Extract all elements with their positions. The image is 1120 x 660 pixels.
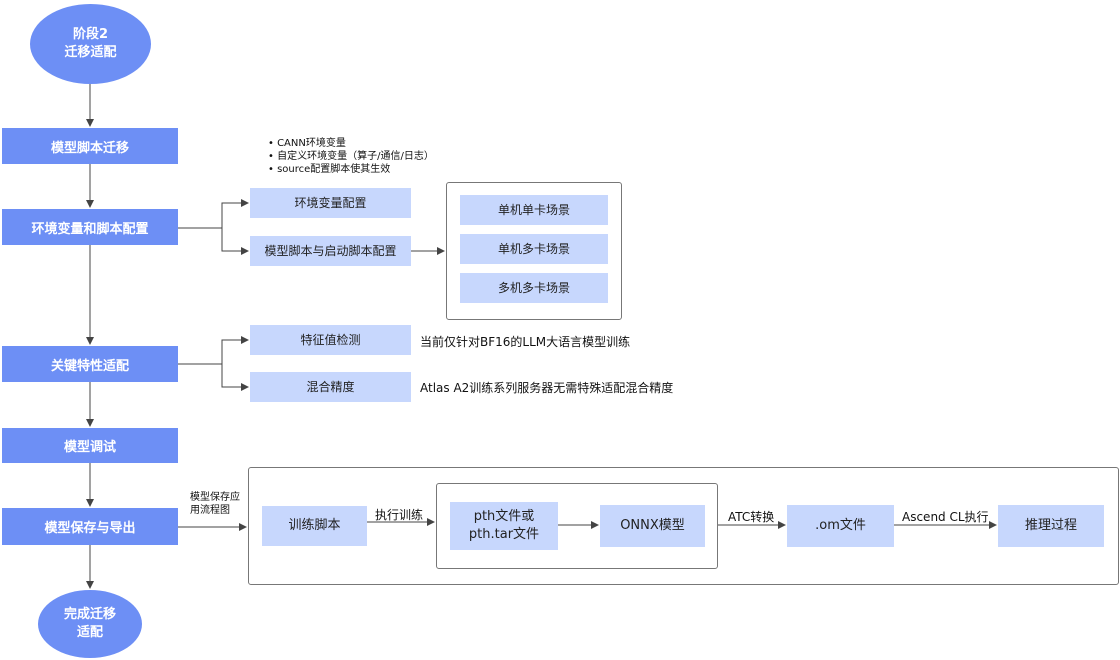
step-model-debug: 模型调试 — [2, 428, 178, 463]
env-bullet: • source配置脚本使其生效 — [268, 164, 391, 175]
atc-convert-label: ATC转换 — [728, 510, 775, 524]
end-line1: 完成迁移 — [63, 607, 116, 622]
scenario-multi-node-multi-card: 多机多卡场景 — [460, 273, 608, 303]
scenario-group — [446, 182, 622, 320]
onnx-model-box: ONNX模型 — [600, 505, 705, 547]
step-key-feature-adaptation: 关键特性适配 — [2, 346, 178, 382]
exec-train-label: 执行训练 — [375, 508, 424, 522]
inference-process-box: 推理过程 — [998, 505, 1104, 547]
export-flow-frame — [248, 467, 1119, 585]
ascend-cl-label: Ascend CL执行 — [902, 510, 989, 524]
overflow-detection-box: 特征值检测 — [250, 325, 411, 355]
end-node: 完成迁移 适配 — [38, 590, 142, 658]
scenario-single-node-single-card: 单机单卡场景 — [460, 195, 608, 225]
step-env-and-script-config: 环境变量和脚本配置 — [2, 209, 178, 245]
export-caption: 模型保存应 用流程图 — [190, 492, 240, 516]
training-output-frame — [436, 483, 718, 569]
mixed-precision-box: 混合精度 — [250, 372, 411, 402]
om-file-box: .om文件 — [787, 505, 894, 547]
scenario-single-node-multi-card: 单机多卡场景 — [460, 234, 608, 264]
env-bullet-list: • CANN环境变量 • 自定义环境变量（算子/通信/日志） • source配… — [268, 137, 434, 176]
env-variable-config-box: 环境变量配置 — [250, 188, 411, 218]
pth-file-box: pth文件或 pth.tar文件 — [450, 502, 558, 550]
step-model-save-export: 模型保存与导出 — [2, 508, 178, 545]
overflow-note: 当前仅针对BF16的LLM大语言模型训练 — [420, 335, 631, 349]
step-model-script-migration: 模型脚本迁移 — [2, 128, 178, 164]
start-line1: 阶段2 — [72, 27, 109, 42]
mixed-precision-note: Atlas A2训练系列服务器无需特殊适配混合精度 — [420, 381, 674, 395]
end-line2: 适配 — [76, 625, 103, 640]
start-node: 阶段2 迁移适配 — [30, 4, 151, 84]
env-bullet: • 自定义环境变量（算子/通信/日志） — [268, 151, 434, 162]
script-config-box: 模型脚本与启动脚本配置 — [250, 236, 411, 266]
start-line2: 迁移适配 — [64, 45, 117, 60]
training-script-box: 训练脚本 — [262, 506, 367, 546]
env-bullet: • CANN环境变量 — [268, 138, 346, 149]
